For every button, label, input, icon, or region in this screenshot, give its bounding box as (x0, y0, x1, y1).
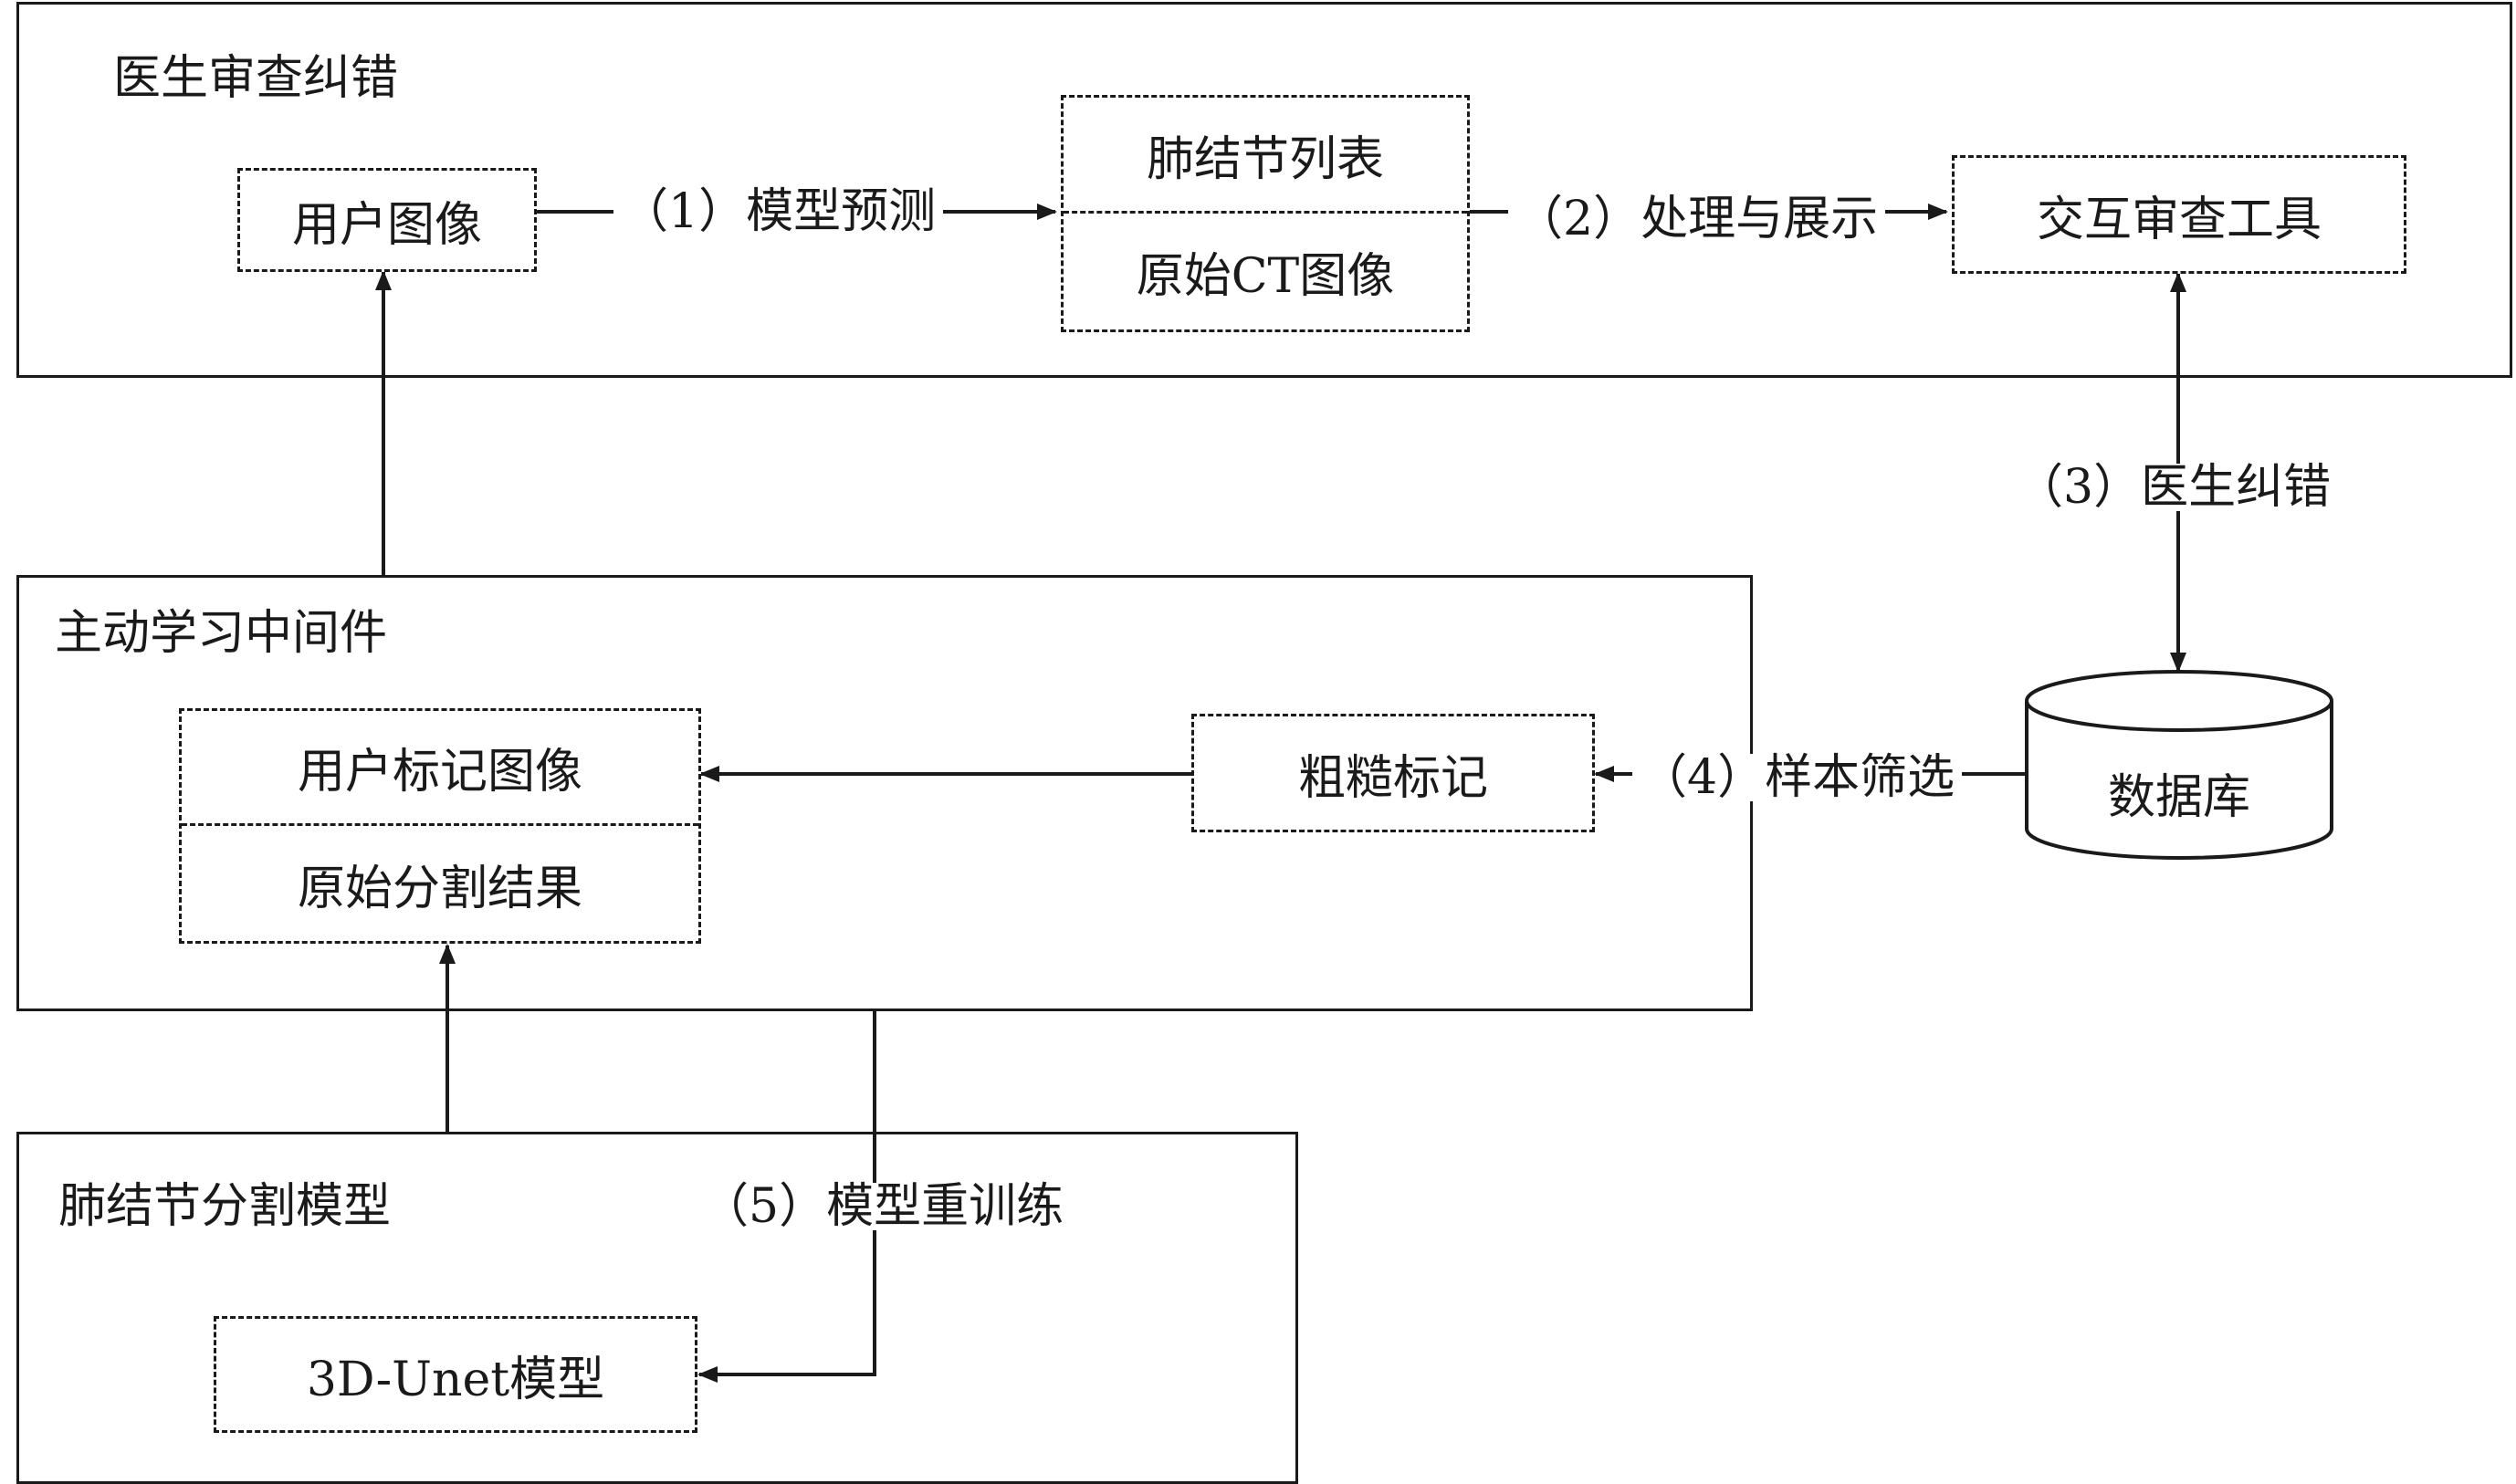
original-ct-label: 原始CT图像 (1136, 249, 1395, 304)
model-panel (16, 1132, 1298, 1484)
edge-step4-label: （4）样本筛选 (1632, 754, 1963, 801)
unet-model-label: 3D-Unet模型 (306, 1352, 605, 1407)
nodule-list-cell: 肺结节列表 (1064, 98, 1467, 214)
user-image-label: 用户图像 (291, 197, 482, 253)
nodule-list-ct-node: 肺结节列表 原始CT图像 (1061, 95, 1470, 332)
review-tool-node: 交互审查工具 (1952, 155, 2406, 274)
user-image-node: 用户图像 (237, 168, 537, 272)
user-labeled-image-cell: 用户标记图像 (182, 711, 698, 826)
review-panel-title: 医生审查纠错 (113, 51, 399, 106)
rough-label-text: 粗糙标记 (1297, 750, 1488, 806)
edge-step5-label: （5）模型重训练 (694, 1183, 1072, 1230)
user-labeled-image-label: 用户标记图像 (297, 745, 582, 799)
labeled-image-segmentation-node: 用户标记图像 原始分割结果 (179, 708, 701, 944)
original-segmentation-label: 原始分割结果 (297, 861, 582, 916)
edge-step2-label: （2）处理与展示 (1508, 195, 1886, 243)
original-ct-cell: 原始CT图像 (1064, 214, 1467, 329)
edge-step3-label: （3）医生纠错 (2008, 464, 2339, 511)
database-cylinder (2025, 670, 2333, 860)
model-panel-title: 肺结节分割模型 (58, 1179, 392, 1234)
database-label: 数据库 (2108, 770, 2251, 825)
nodule-list-label: 肺结节列表 (1146, 131, 1384, 187)
review-panel (16, 2, 2512, 378)
unet-model-node: 3D-Unet模型 (214, 1316, 697, 1433)
middleware-panel-title: 主动学习中间件 (55, 606, 388, 661)
review-tool-label: 交互审查工具 (2036, 192, 2322, 247)
original-segmentation-cell: 原始分割结果 (182, 826, 698, 941)
rough-label-node: 粗糙标记 (1191, 714, 1595, 832)
edge-step1-label: （1）模型预测 (613, 188, 944, 235)
